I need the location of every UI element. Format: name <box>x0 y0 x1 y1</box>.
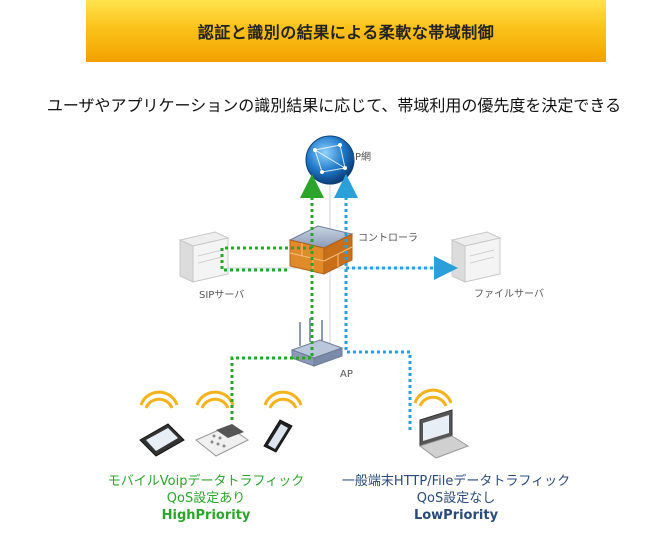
high-priority-path <box>220 174 324 420</box>
access-point-icon <box>290 318 344 367</box>
general-traffic-caption: 一般端末HTTP/Fileデータトラフィック QoS設定なし LowPriori… <box>320 473 592 524</box>
controller-icon <box>288 225 354 275</box>
general-caption-line1: 一般端末HTTP/Fileデータトラフィック <box>341 474 571 489</box>
wifi-signal-icon <box>139 388 453 409</box>
server-icon <box>450 231 502 283</box>
mobile-caption-line3: HighPriority <box>161 508 251 523</box>
low-priority-path <box>334 174 458 430</box>
mobile-caption-line2: QoS設定あり <box>166 491 246 506</box>
general-caption-line2: QoS設定なし <box>416 491 496 506</box>
ip-network-label: IP網 <box>352 152 371 163</box>
file-server-label: ファイルサーバ <box>474 289 544 300</box>
title-banner: 認証と識別の結果による柔軟な帯域制御 <box>86 0 606 62</box>
banner-title: 認証と識別の結果による柔軟な帯域制御 <box>197 23 495 42</box>
general-caption-line3: LowPriority <box>413 508 499 523</box>
globe-icon <box>305 135 355 185</box>
tablet-icon <box>139 423 185 457</box>
smartphone-icon <box>263 419 293 453</box>
mobile-caption-line1: モバイルVoipデータトラフィック <box>107 474 305 489</box>
mobile-traffic-caption: モバイルVoipデータトラフィック QoS設定あり HighPriority <box>86 473 326 524</box>
sip-server-label: SIPサーバ <box>199 290 245 301</box>
controller-label: コントローラ <box>358 233 418 244</box>
ap-label: AP <box>340 369 353 380</box>
server-icon <box>178 231 230 283</box>
laptop-icon <box>418 409 470 459</box>
ip-phone-icon <box>195 424 249 457</box>
subtitle: ユーザやアプリケーションの識別結果に応じて、帯域利用の優先度を決定できる <box>46 96 622 115</box>
